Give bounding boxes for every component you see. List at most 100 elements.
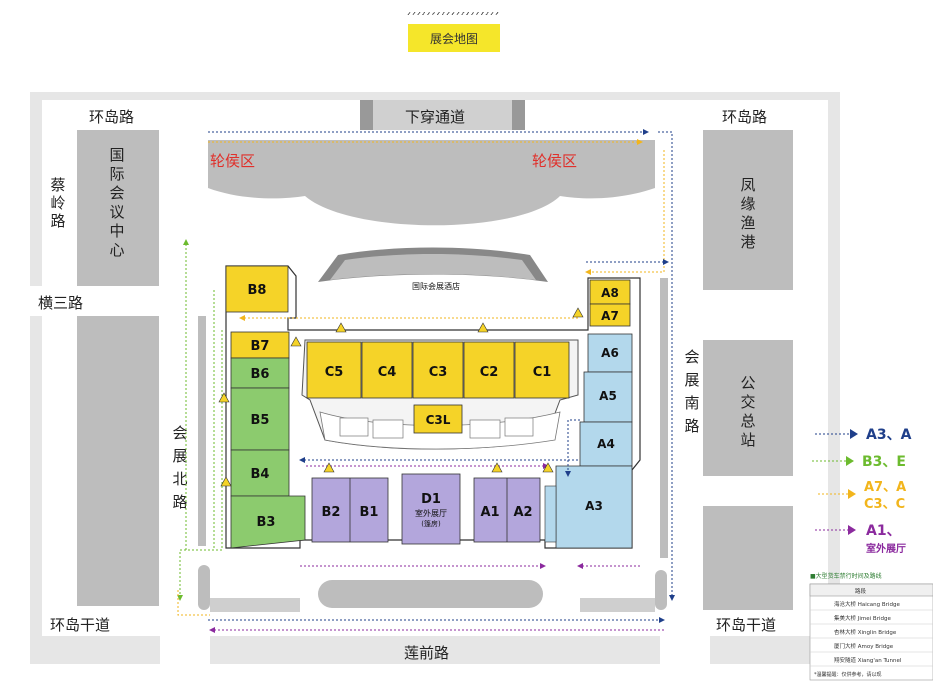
vertical-glyph: 议: [109, 203, 124, 221]
hall-a3-annex: [544, 485, 557, 543]
hall-c3l[interactable]: [413, 404, 463, 434]
road-top-center-label: 下穿通道: [405, 108, 465, 126]
road-top-right-label: 环岛路: [722, 108, 767, 126]
hall-d1[interactable]: [401, 473, 461, 545]
hall-a4-label: A4: [597, 437, 615, 451]
hotel-inner: [330, 254, 536, 280]
hall-d1-sub1: 室外展厅: [415, 508, 447, 518]
road-top-right: [525, 100, 828, 130]
road-labels: 环岛路 下穿通道 环岛路 横三路 环岛干道 莲前路 环岛干道: [38, 108, 776, 662]
hall-a4[interactable]: [579, 421, 633, 467]
vertical-glyph: 缘: [740, 195, 755, 213]
ferry-zone-left: 轮侯区: [210, 152, 255, 170]
c-room-1: [339, 417, 369, 437]
ferry-zone-right: 轮侯区: [532, 152, 577, 170]
route-legend: A3、A B3、E A7、A C3、C A1、 室外展厅: [812, 427, 912, 555]
legend-item-purple: A1、 室外展厅: [815, 523, 906, 555]
road-heng-san: [30, 286, 170, 316]
legend-label-yellow-2: C3、C: [864, 497, 905, 512]
hall-c1-label: C1: [533, 365, 552, 380]
warning-icon: [542, 462, 554, 473]
hall-a3-label: A3: [585, 499, 603, 513]
map-title-label: 展会地图: [408, 24, 500, 52]
legend-label-green: B3、E: [862, 454, 906, 470]
strip-left: [168, 130, 198, 290]
hall-b7[interactable]: [230, 331, 290, 359]
c-room-4: [504, 417, 534, 437]
hall-b4[interactable]: [230, 449, 290, 497]
bridge-row: 海沧大桥 Haicang Bridge: [834, 600, 900, 608]
vertical-glyph: 蔡: [50, 176, 65, 194]
legend-item-green: B3、E: [812, 454, 906, 470]
vertical-glyph: 心: [109, 241, 124, 259]
hall-a8-label: A8: [601, 286, 619, 300]
hall-a7[interactable]: [589, 303, 631, 327]
hall-b5-label: B5: [251, 413, 270, 428]
warning-icon: [572, 307, 584, 318]
hall-b3[interactable]: [230, 495, 306, 549]
block-left-lower: [77, 316, 159, 606]
island-left: [210, 598, 300, 612]
hall-a6[interactable]: [587, 333, 633, 373]
vertical-glyph: 渔: [740, 214, 755, 232]
hall-b8[interactable]: [225, 265, 289, 313]
vertical-glyph: 路: [684, 417, 699, 435]
road-bottom-gap-right: [660, 636, 710, 664]
road-top-left-label: 环岛路: [89, 108, 134, 126]
bridge-restriction-table: ■大型货车禁行时间及路线 路段 海沧大桥 Haicang Bridge 集美大桥…: [809, 572, 933, 681]
hall-a5-label: A5: [599, 389, 617, 403]
map-title: 展会地图: [402, 12, 500, 54]
road-heng-san-label: 横三路: [38, 294, 83, 312]
hall-c3[interactable]: [412, 341, 464, 399]
hall-b8-label: B8: [248, 283, 267, 298]
vertical-glyph: 总: [740, 412, 755, 430]
hall-a8[interactable]: [589, 279, 631, 305]
road-bottom-gap-left: [160, 636, 210, 664]
strip-hall-right: [660, 278, 668, 558]
vertical-glyph: 北: [172, 470, 187, 488]
bridge-table-note: *温馨提醒：仅供参考，请以现: [814, 671, 882, 678]
legend-label-yellow: A7、A: [864, 480, 906, 495]
warning-icon: [290, 336, 302, 347]
warning-icon: [491, 462, 503, 473]
hall-c2[interactable]: [463, 341, 515, 399]
road-bottom-band: [42, 610, 828, 636]
hall-c4-label: C4: [378, 365, 397, 380]
hall-b6-label: B6: [251, 367, 270, 382]
hall-b4-label: B4: [251, 467, 270, 482]
vertical-glyph: 展: [684, 371, 699, 389]
hall-b5[interactable]: [230, 387, 290, 451]
legend-item-blue: A3、A: [815, 427, 912, 443]
bridge-row: 厦门大桥 Amoy Bridge: [834, 642, 894, 650]
hall-c3l-label: C3L: [426, 413, 451, 427]
hall-a5[interactable]: [583, 371, 633, 423]
hall-c2-label: C2: [480, 365, 499, 380]
vertical-glyph: 会: [684, 348, 699, 366]
road-bottom-left-label: 环岛干道: [50, 616, 110, 634]
road-bottom-right-label: 环岛干道: [716, 616, 776, 634]
bus-station-block: [703, 340, 793, 476]
plaza-dome: [208, 140, 655, 226]
legend-item-yellow: A7、A C3、C: [818, 480, 906, 512]
warning-icon: [323, 462, 335, 473]
vertical-glyph: 公: [740, 374, 755, 392]
hall-c1[interactable]: [514, 341, 570, 399]
road-left-vertical: [42, 130, 66, 610]
hall-d1-label: D1: [421, 492, 441, 507]
bridge-row: 翔安隧道 Xiang'an Tunnel: [834, 656, 902, 664]
hall-c4[interactable]: [361, 341, 413, 399]
strip-hall-left: [198, 316, 206, 546]
c-room-2: [372, 419, 404, 439]
hall-c5[interactable]: [306, 341, 362, 399]
road-left-vertical-label: 蔡岭路: [50, 176, 65, 230]
warning-icon: [220, 476, 232, 487]
hall-a1-label: A1: [480, 505, 499, 520]
vertical-glyph: 会: [109, 184, 124, 202]
vertical-glyph: 凤: [740, 176, 755, 194]
block-right-lower: [703, 506, 793, 610]
